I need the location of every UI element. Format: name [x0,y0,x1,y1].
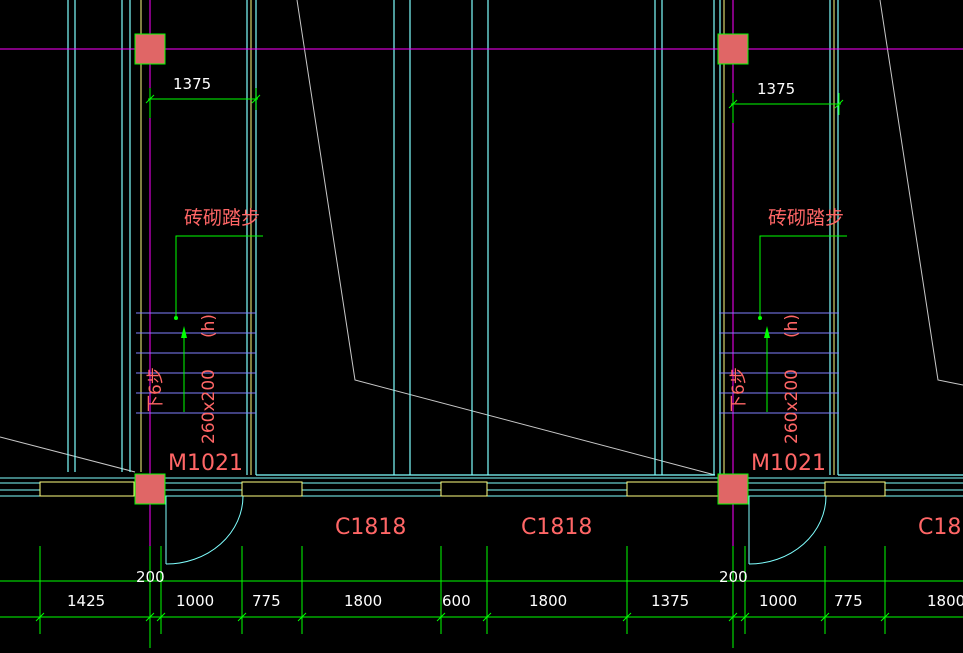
wall-lines [67,0,963,476]
segment-dimension: 1800 [529,592,567,610]
segment-dimension: 1000 [759,592,797,610]
segment-dimension: 1800 [927,592,963,610]
columns [134,33,749,505]
stair-down-left: 下6步 [146,367,166,412]
door-label-right: M1021 [751,451,826,476]
door-swings [165,495,827,565]
bottom-dimension-lines [0,546,963,648]
segment-dimension: 1425 [67,592,105,610]
door-label-left: M1021 [168,451,243,476]
column-top-right [717,33,749,65]
window-label-1: C1818 [335,515,406,540]
window-openings [39,481,886,497]
segment-dimension: 775 [252,592,281,610]
column-bottom-right [717,473,749,505]
top-dimension-lines [145,88,844,123]
column-bottom-left [134,473,166,505]
offset-dimension-left: 200 [136,568,165,586]
window-label-3: C181 [918,515,963,540]
top-dimension-left: 1375 [173,75,211,93]
leader-dots [174,316,770,338]
stair-h-left: (h) [199,314,219,338]
stair-down-right: 下6步 [729,367,749,412]
segment-dimension: 1000 [176,592,214,610]
stair-size-right: 260x200 [782,369,802,444]
top-dimension-right: 1375 [757,80,795,98]
column-top-left [134,33,166,65]
grey-guide-lines [0,0,963,476]
stair-treads [136,312,839,414]
segment-dimension: 775 [834,592,863,610]
segment-dimension: 600 [442,592,471,610]
segment-dimension: 1375 [651,592,689,610]
stair-label-left: 砖砌踏步 [184,207,260,229]
window-label-2: C1818 [521,515,592,540]
stair-size-left: 260x200 [199,369,219,444]
stair-label-right: 砖砌踏步 [768,207,844,229]
segment-dimension: 1800 [344,592,382,610]
offset-dimension-right: 200 [719,568,748,586]
leader-lines [175,235,847,412]
stair-h-right: (h) [782,314,802,338]
